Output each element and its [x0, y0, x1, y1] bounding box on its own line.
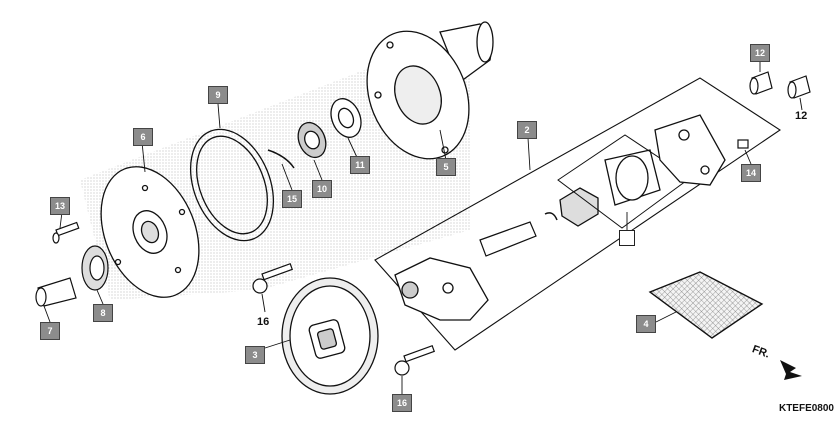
- blank-callout-box: [619, 230, 635, 246]
- label-12: 12: [795, 110, 808, 122]
- callout-5: 5: [436, 158, 456, 176]
- drive-gear: [281, 277, 379, 395]
- dowel-pins: [749, 71, 811, 99]
- front-arrow: [780, 360, 802, 380]
- assembly-outline: [374, 77, 781, 351]
- callout-8: 8: [93, 304, 113, 322]
- snap-ring: [267, 149, 295, 169]
- bolt-16-upper: [252, 262, 294, 294]
- oil-strainer: [648, 271, 764, 339]
- pump-housing: [366, 21, 494, 160]
- pump-plate: [654, 114, 726, 186]
- diagram-code: KTEFE0800: [778, 403, 834, 414]
- pump-shaft: [479, 221, 537, 257]
- callout-2: 2: [517, 121, 537, 139]
- circlip: [544, 212, 558, 221]
- callout-7: 7: [40, 322, 60, 340]
- label-16: 16: [257, 316, 270, 328]
- screw: [52, 221, 80, 244]
- spring-seat: [81, 245, 109, 291]
- gasket: [189, 128, 275, 242]
- callout-12: 12: [750, 44, 770, 62]
- bolt-14: [737, 139, 749, 149]
- callout-9: 9: [208, 86, 228, 104]
- bearing: [297, 121, 327, 159]
- pump-rotors: [559, 149, 661, 227]
- callout-3: 3: [245, 346, 265, 364]
- callout-11: 11: [350, 156, 370, 174]
- pump-cover: [100, 166, 200, 298]
- callout-10: 10: [312, 180, 332, 198]
- oil-seal: [330, 98, 362, 138]
- callout-4: 4: [636, 315, 656, 333]
- callout-6: 6: [133, 128, 153, 146]
- collar: [35, 277, 77, 307]
- callout-16: 16: [392, 394, 412, 412]
- bolt-16-lower: [394, 344, 436, 376]
- oil-pump-body: [394, 257, 489, 321]
- callout-14: 14: [741, 164, 761, 182]
- callout-15: 15: [282, 190, 302, 208]
- callout-13: 13: [50, 197, 70, 215]
